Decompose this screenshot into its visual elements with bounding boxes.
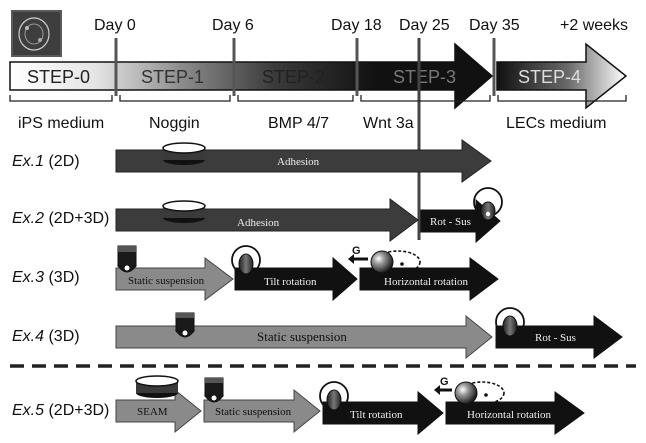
ex5-horizontal-rotation-arrow <box>445 391 585 435</box>
dish-icon <box>162 142 206 165</box>
ex2-label: Ex.2 (2D+3D) <box>12 210 109 227</box>
dish-icon <box>135 375 179 398</box>
medium-noggin: Noggin <box>149 115 200 132</box>
ex4-label: Ex.4 (3D) <box>12 328 80 345</box>
day-ticks <box>114 38 496 96</box>
ex3-static-suspension-label: Static suspension <box>128 275 205 287</box>
step-label-1: STEP-1 <box>141 67 204 87</box>
ex1-adhesion-arrow <box>115 139 492 183</box>
day-label-18: Day 18 <box>331 17 382 34</box>
ex5-seam-label: SEAM <box>137 406 168 418</box>
medium-brackets <box>9 95 627 102</box>
tube-icon <box>116 245 138 273</box>
step-label-2: STEP-2 <box>262 67 325 87</box>
ex3-horizontal-rotation-label: Horizontal rotation <box>384 276 469 288</box>
rotation-tube-icon <box>473 187 503 221</box>
dish-icon <box>162 200 206 223</box>
medium-bmp: BMP 4/7 <box>268 115 329 132</box>
tilt-rotation-icon <box>319 381 349 411</box>
ex5-tilt-rotation-arrow <box>322 390 444 436</box>
sample-thumbnail <box>11 10 62 57</box>
ex4-static-suspension-arrow <box>115 314 493 360</box>
ex3-tilt-rotation-arrow <box>234 256 358 302</box>
ex5-label: Ex.5 (2D+3D) <box>12 402 109 419</box>
ex2-adhesion-label: Adhesion <box>237 217 280 229</box>
ex4-rot-sus-arrow <box>495 315 623 359</box>
gravity-label: G <box>352 245 361 257</box>
tilt-rotation-icon <box>231 245 261 275</box>
ex1-label: Ex.1 (2D) <box>12 153 80 170</box>
day-label-plus2w: +2 weeks <box>560 17 628 34</box>
step-label-0: STEP-0 <box>27 67 90 87</box>
step-label-3: STEP-3 <box>393 67 456 87</box>
step-label-4: STEP-4 <box>518 67 581 87</box>
ex1-adhesion-label: Adhesion <box>277 156 320 168</box>
horizontal-rotation-icon: G <box>434 376 505 405</box>
day-label-0: Day 0 <box>94 17 136 34</box>
ex3-tilt-rotation-label: Tilt rotation <box>264 276 317 288</box>
medium-wnt: Wnt 3a <box>363 115 414 132</box>
day-label-6: Day 6 <box>212 17 254 34</box>
day-label-25: Day 25 <box>399 17 450 34</box>
ex5-seam-arrow <box>115 388 202 434</box>
day-label-35: Day 35 <box>469 17 520 34</box>
ex4-static-suspension-label: Static suspension <box>257 329 347 344</box>
tube-icon <box>203 377 225 403</box>
rotation-tube-icon <box>495 307 525 337</box>
ex5-tilt-rotation-label: Tilt rotation <box>350 409 403 421</box>
ex3-static-suspension-arrow <box>115 257 234 301</box>
ex3-label: Ex.3 (3D) <box>12 269 80 286</box>
ex5-static-suspension-label: Static suspension <box>215 406 292 418</box>
ex5-horizontal-rotation-label: Horizontal rotation <box>467 409 552 421</box>
ex5-static-suspension-arrow <box>203 388 321 434</box>
ex2-rot-sus-label: Rot - Sus <box>430 216 471 228</box>
tube-icon <box>174 312 196 338</box>
ex4-rot-sus-label: Rot - Sus <box>535 332 576 344</box>
medium-lecs: LECs medium <box>506 115 606 132</box>
horizontal-rotation-icon: G <box>348 245 421 274</box>
medium-ips: iPS medium <box>18 115 104 132</box>
step4-arrow <box>496 42 628 110</box>
gravity-label: G <box>440 376 449 388</box>
ex3-horizontal-rotation-arrow <box>359 257 499 301</box>
timeline-arrow <box>9 42 494 110</box>
